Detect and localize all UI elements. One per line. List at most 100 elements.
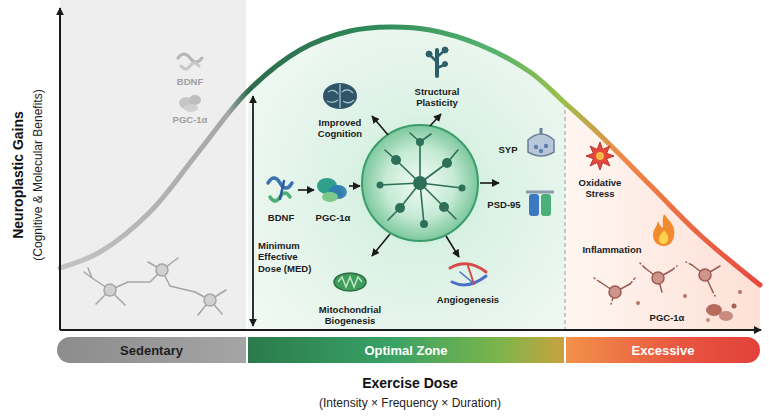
flame-icon	[653, 214, 674, 246]
bdnf-icon	[268, 178, 292, 188]
bdnf-icon	[268, 178, 292, 201]
sedentary-zone	[60, 0, 247, 330]
molecule-label: PGC-1α	[650, 312, 685, 323]
psd95-icon	[526, 192, 554, 216]
molecule-label: PGC-1α	[173, 114, 208, 125]
brain-icon	[323, 83, 357, 109]
zone-band: Excessive	[566, 337, 760, 363]
dendritic-spine-icon	[443, 62, 448, 67]
faded-bdnf-icon	[178, 54, 202, 69]
neuron-network-orb	[413, 176, 427, 190]
damaged-neuron	[699, 269, 711, 281]
damaged-neuron	[645, 268, 672, 292]
axis-title: Exercise Dose	[362, 375, 458, 392]
damaged-neuron	[683, 294, 687, 298]
outcome-label: Mitochondrial Biogenesis	[313, 304, 387, 327]
dendritic-spine-icon	[442, 47, 448, 53]
band-label: Sedentary	[120, 343, 183, 358]
process-arrow	[430, 114, 441, 126]
damaged-neuron	[594, 262, 742, 305]
damaged-neuron	[652, 272, 664, 284]
zone-divider	[246, 0, 248, 330]
inactive-neuron	[84, 258, 226, 315]
process-arrow	[372, 116, 388, 135]
dose-response-curve	[60, 27, 760, 285]
inactive-neuron	[204, 294, 216, 306]
damaged-neuron	[738, 290, 742, 294]
molecule-label: PGC-1α	[316, 212, 351, 223]
oxidative-stress-icon	[586, 142, 614, 170]
harm-label: Inflammation	[582, 244, 641, 255]
zone-band: Sedentary	[57, 337, 246, 363]
harm-label: Oxidative Stress	[571, 177, 629, 200]
band-label: Optimal Zone	[364, 343, 447, 358]
psd95-icon	[526, 191, 554, 194]
protein-label: SYP	[498, 144, 517, 155]
neuron-network-orb	[420, 220, 428, 228]
zone-band: Optimal Zone	[248, 337, 564, 363]
psd95-icon	[529, 194, 539, 216]
damaged-neuron	[640, 263, 677, 270]
blood-vessel-icon	[450, 264, 486, 285]
axis-line	[59, 8, 61, 330]
synaptophysin-icon	[539, 149, 543, 153]
mitochondrion-icon	[334, 273, 366, 291]
fragmented-pgc1a-icon	[706, 318, 710, 322]
faded-bdnf-icon	[178, 54, 202, 62]
med-double-arrow	[252, 96, 254, 326]
neuron-network-orb	[459, 185, 466, 192]
outcome-label: Improved Cognition	[308, 117, 372, 140]
axis-subtitle: (Cognitive & Molecular Benefits)	[31, 89, 45, 260]
synaptophysin-icon	[544, 144, 548, 148]
band-label: Excessive	[632, 343, 695, 358]
fragmented-pgc1a-icon	[719, 311, 733, 321]
neuron-network-orb	[340, 103, 500, 263]
molecule-label: BDNF	[177, 76, 203, 87]
neuron-network-orb	[377, 138, 466, 228]
process-arrow	[372, 234, 390, 256]
inactive-neuron	[128, 258, 178, 286]
neuron-network-orb	[439, 202, 449, 212]
excessive-zone-fill	[565, 0, 762, 330]
molecule-label: BDNF	[268, 212, 294, 223]
damaged-neuron	[636, 301, 640, 305]
neuron-network-orb	[442, 158, 452, 168]
fragmented-pgc1a-icon	[732, 304, 737, 309]
dendritic-spine-icon	[426, 47, 448, 76]
process-arrow	[298, 189, 314, 191]
protein-label: PSD-95	[487, 199, 520, 210]
process-arrow	[298, 114, 499, 257]
outcome-label: Angiogenesis	[437, 294, 499, 305]
process-arrow	[446, 236, 459, 257]
neuron-network-orb	[380, 133, 462, 224]
psd95-icon	[541, 194, 551, 216]
zone-divider	[247, 0, 248, 330]
dendritic-spine-icon	[426, 51, 432, 57]
excessive-zone-fill	[565, 0, 762, 330]
damaged-neuron	[692, 265, 720, 290]
neuron-network-orb	[391, 155, 401, 165]
brain-icon	[327, 84, 354, 108]
neuron-network-orb	[395, 203, 405, 213]
inactive-neuron	[104, 284, 116, 296]
axis-line	[60, 8, 761, 330]
bdnf-icon	[280, 181, 284, 199]
optimal-zone-glow	[247, 0, 565, 330]
fragmented-pgc1a-icon	[706, 304, 737, 323]
sedentary-zone	[60, 0, 247, 330]
flame-icon	[653, 214, 674, 246]
oxidative-stress-icon	[596, 152, 604, 160]
outcome-label: Structural Plasticity	[405, 86, 469, 109]
blood-vessel-icon	[460, 272, 472, 282]
faded-pgc1a-icon	[179, 95, 201, 112]
flame-icon	[659, 230, 668, 244]
damaged-neuron	[609, 286, 621, 298]
inactive-neuron	[156, 264, 168, 276]
process-arrow	[349, 185, 360, 187]
inactive-neuron	[84, 268, 128, 305]
neuron-network-orb	[377, 182, 384, 189]
med-double-arrow	[253, 96, 254, 326]
